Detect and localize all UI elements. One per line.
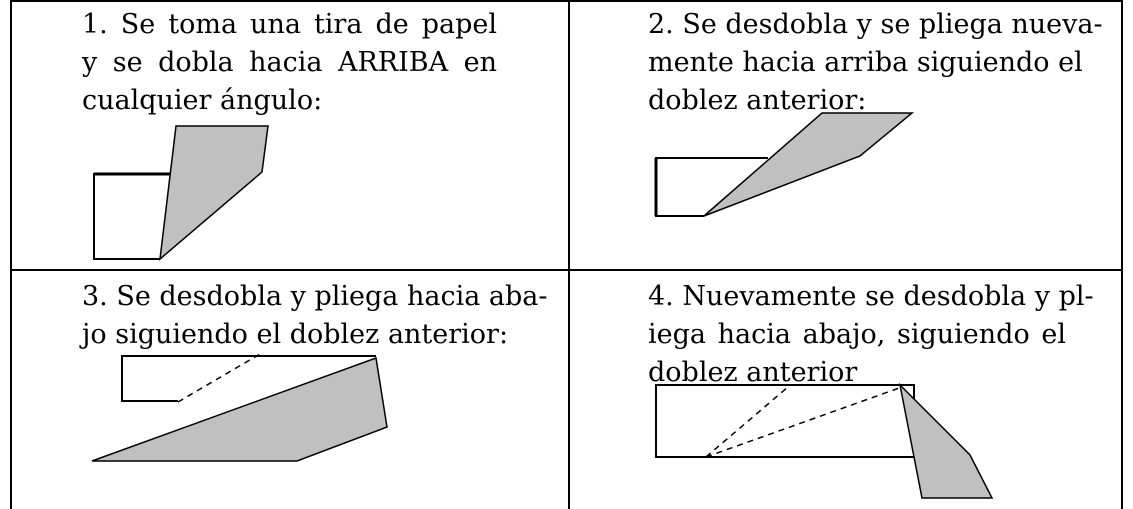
step-4-line-2: iega hacia abajo, siguiendo el: [648, 319, 1066, 350]
figure-step-4: [655, 382, 994, 499]
fold-flap-3: [91, 356, 388, 462]
table-middle-border: [10, 269, 1123, 271]
table-left-border: [10, 0, 12, 509]
paper-strip-3: [121, 355, 376, 402]
figure-step-1: [93, 125, 269, 261]
fold-flap-2: [703, 112, 915, 217]
step-3-line-1: 3. Se desdobla y pliega hacia aba-: [82, 281, 548, 312]
step-1-line-2: y se dobla hacia ARRIBA en: [82, 47, 497, 78]
step-1-text: 1. Se toma una tira de papel y se dobla …: [82, 6, 497, 120]
step-1-line-3: cualquier ángulo:: [82, 85, 323, 116]
table-right-border: [1121, 0, 1123, 509]
figure-step-2: [654, 112, 915, 217]
step-2-line-3: doblez anterior:: [648, 85, 867, 116]
fold-flap-1: [159, 125, 269, 261]
step-2-line-2: mente hacia arriba siguiendo el: [648, 47, 1083, 78]
step-2-line-1: 2. Se desdobla y se pliega nueva-: [648, 9, 1103, 40]
fold-flap-4: [898, 382, 994, 499]
table-center-divider: [568, 0, 570, 509]
table-top-border: [10, 0, 1123, 2]
step-3-text: 3. Se desdobla y pliega hacia aba- jo si…: [82, 278, 548, 354]
figure-step-3: [91, 353, 388, 462]
paper-strip-1: [93, 173, 170, 260]
step-4-line-3: doblez anterior: [648, 357, 858, 388]
step-2-text: 2. Se desdobla y se pliega nueva- mente …: [648, 6, 1103, 120]
step-4-text: 4. Nuevamente se desdobla y pl- iega hac…: [648, 278, 1094, 392]
step-1-line-1: 1. Se toma una tira de papel: [82, 9, 497, 40]
step-4-line-1: 4. Nuevamente se desdobla y pl-: [648, 281, 1094, 312]
step-3-line-2: jo siguiendo el doblez anterior:: [82, 319, 509, 350]
